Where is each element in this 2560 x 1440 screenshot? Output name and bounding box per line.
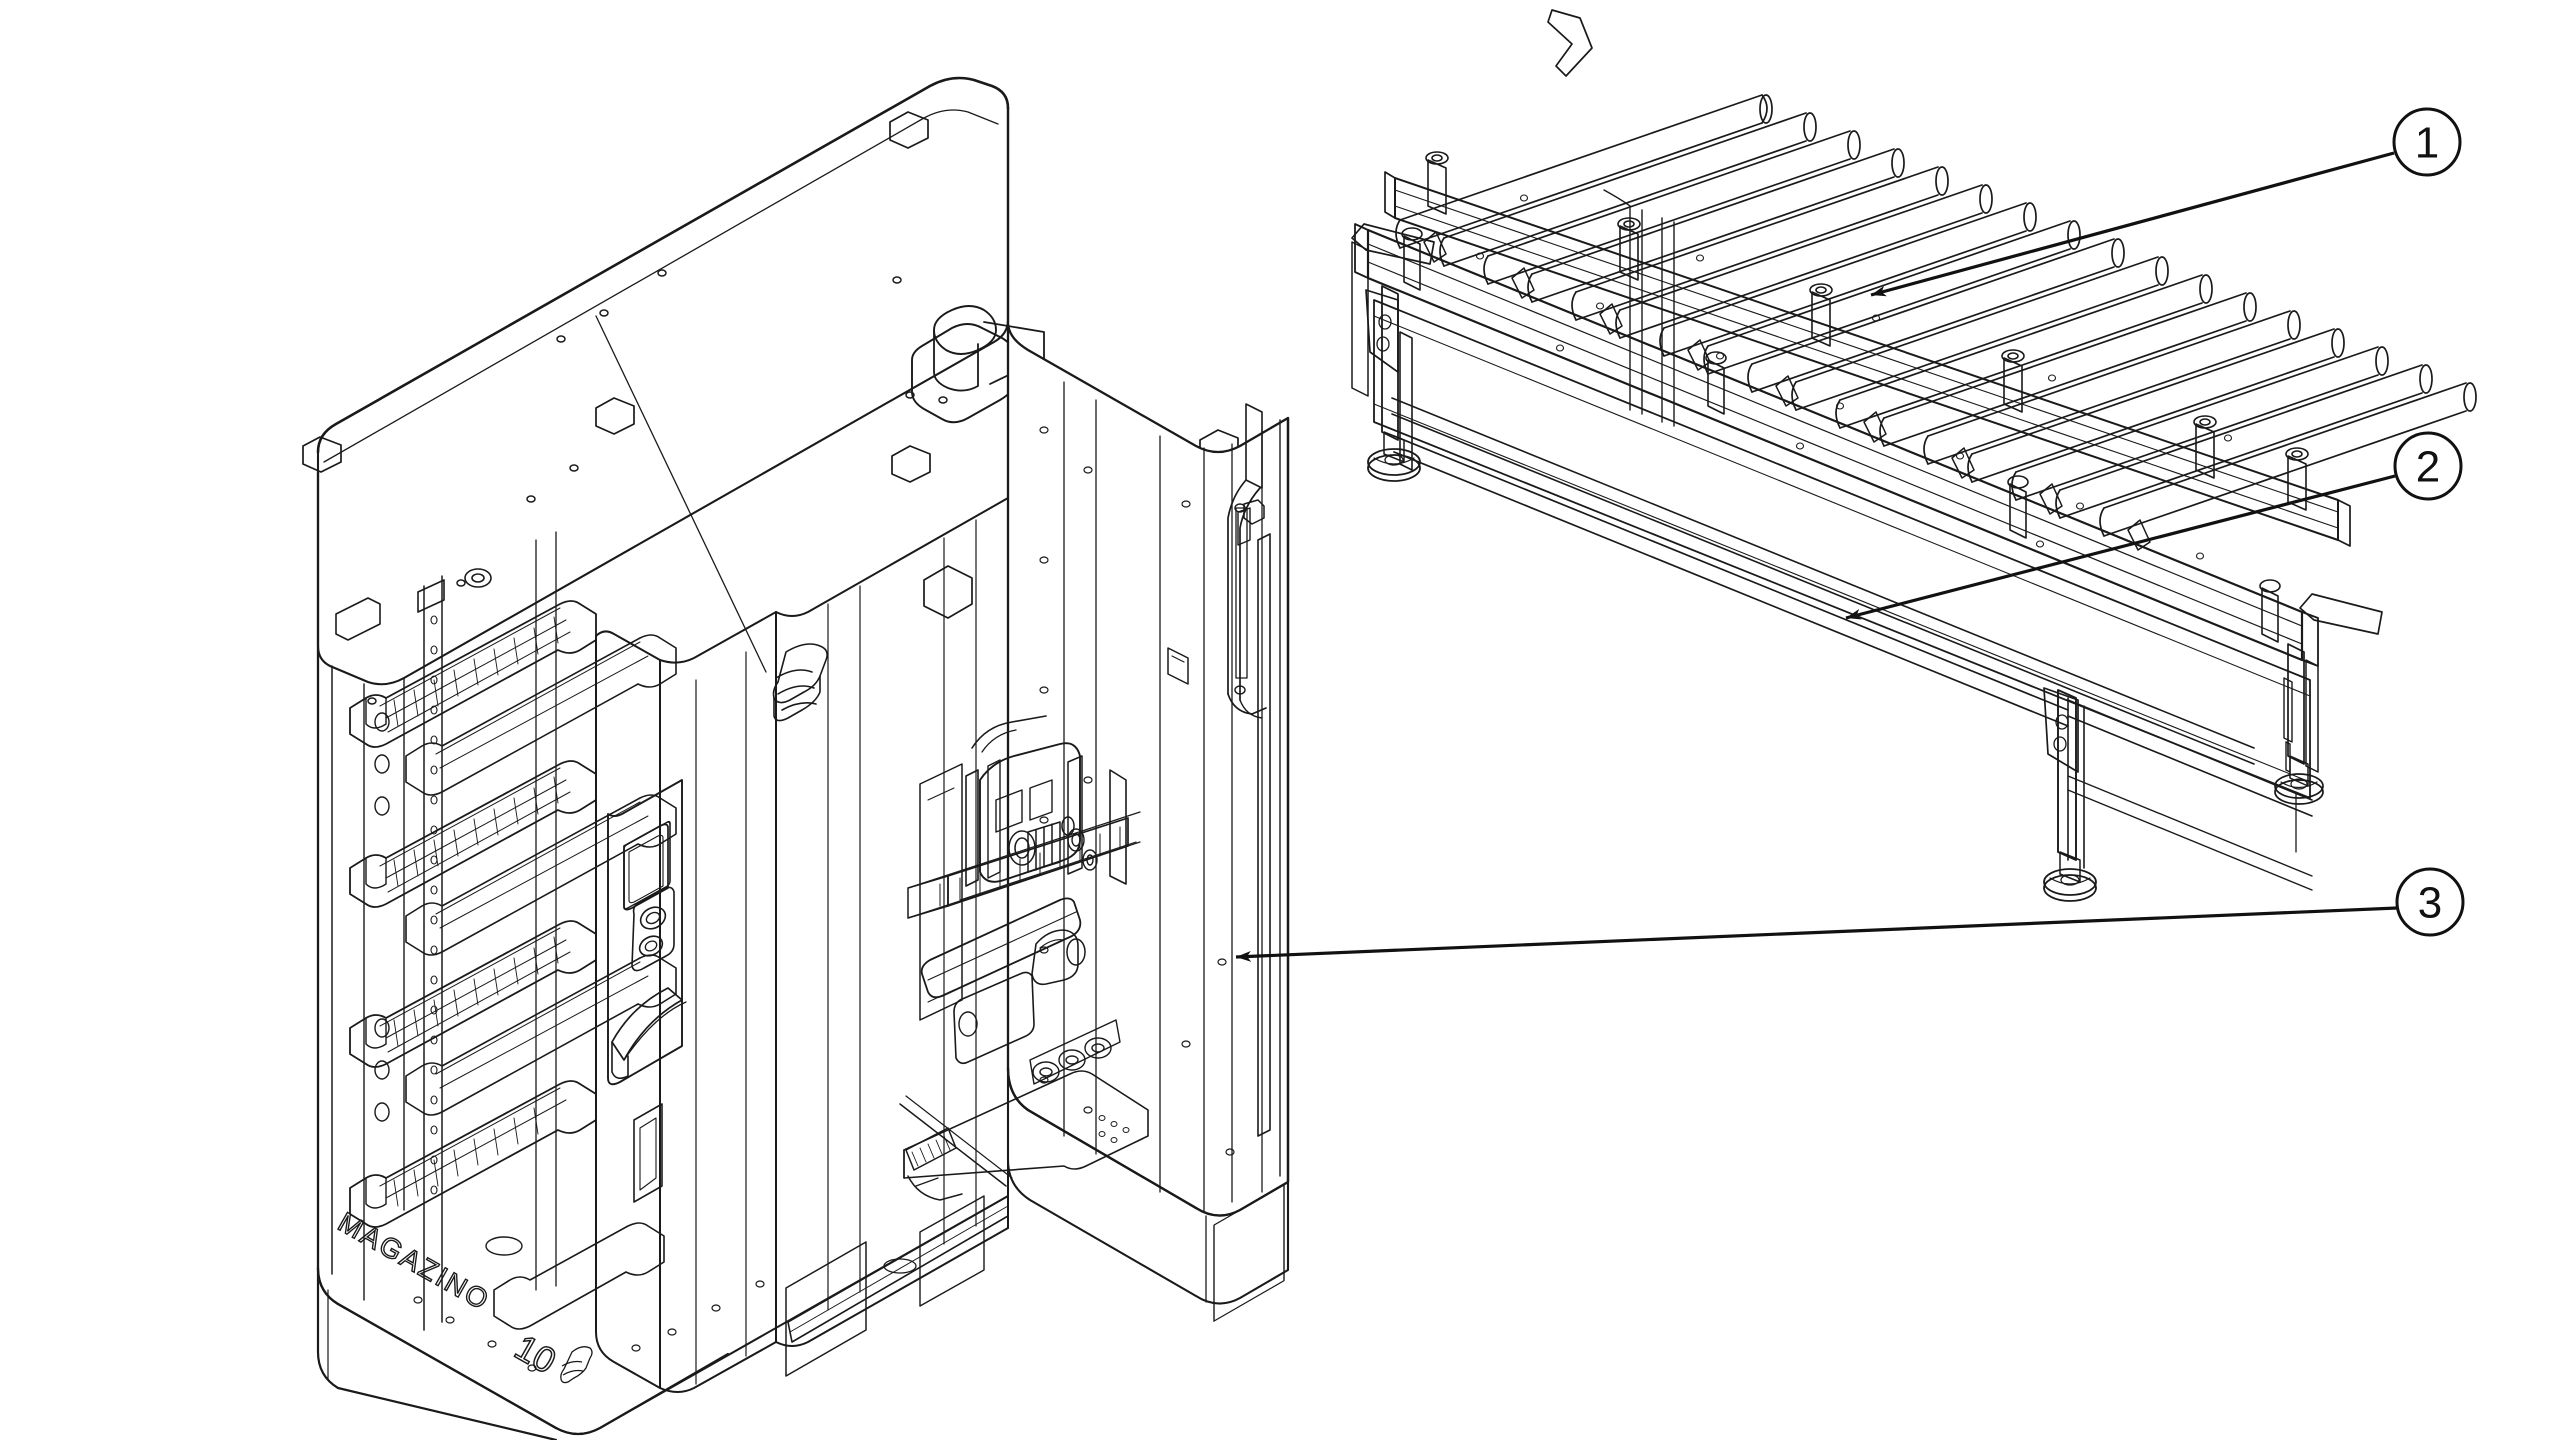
machine-base-right [1006, 1066, 1290, 1322]
conveyor-far-rail [1384, 171, 2351, 547]
pneumatic-cylinder [2283, 677, 2293, 773]
cable-clip [1167, 647, 1189, 685]
callout-balloon-3[interactable] [2395, 867, 2465, 937]
callout-2[interactable]: 2 [1845, 431, 2463, 620]
signal-beacon-light [911, 305, 1045, 424]
leader-line-1 [1870, 151, 2395, 297]
machine-top-lid [316, 76, 1010, 686]
shelf-row [493, 1222, 665, 1330]
center-guide-bars [1603, 189, 1675, 427]
callout-label-3: 3 [2418, 879, 2442, 928]
shelf-upright-rails [374, 531, 557, 1331]
control-panel[interactable] [607, 779, 687, 1086]
callout-1[interactable]: 1 [1870, 107, 2462, 297]
conveyor-end-rails [2067, 697, 2313, 891]
machine-base-skirt [316, 1195, 1009, 1440]
conveyor-lower-frame [1393, 435, 2069, 727]
leader-line-3 [1235, 906, 2398, 962]
callout-label-1: 1 [2415, 119, 2439, 168]
body-fasteners [1039, 426, 1235, 1156]
door-handle-assembly[interactable] [1227, 403, 1267, 719]
door-vertical-bar [1257, 419, 1281, 1177]
emergency-stop-button[interactable] [637, 903, 669, 933]
machine-right-body [1006, 320, 1290, 1217]
under-bed-brace [1391, 397, 2255, 765]
callout-label-2: 2 [2416, 443, 2440, 492]
magazino-logo [772, 643, 828, 722]
lid-fasteners [367, 269, 948, 705]
reset-button[interactable] [636, 932, 666, 959]
magazino-mark-small [560, 1346, 593, 1384]
callout-balloon-2[interactable] [2393, 431, 2463, 501]
conveyor-skirt-panel [1373, 299, 2311, 799]
conveyor-roller-bed [1395, 94, 2477, 537]
leader-line-2 [1845, 474, 2396, 620]
frame-latch [335, 568, 492, 641]
callout-3[interactable]: 3 [1235, 867, 2465, 962]
rail-fasteners [1475, 194, 2233, 560]
guide-posts [1425, 151, 2309, 511]
callout-balloon-1[interactable] [2392, 107, 2462, 177]
conveyor-leg [1351, 241, 1369, 397]
front-panel-port [633, 1103, 663, 1203]
gantry-pick-unit [899, 715, 1149, 1201]
conveyor-leg [2043, 687, 2097, 902]
